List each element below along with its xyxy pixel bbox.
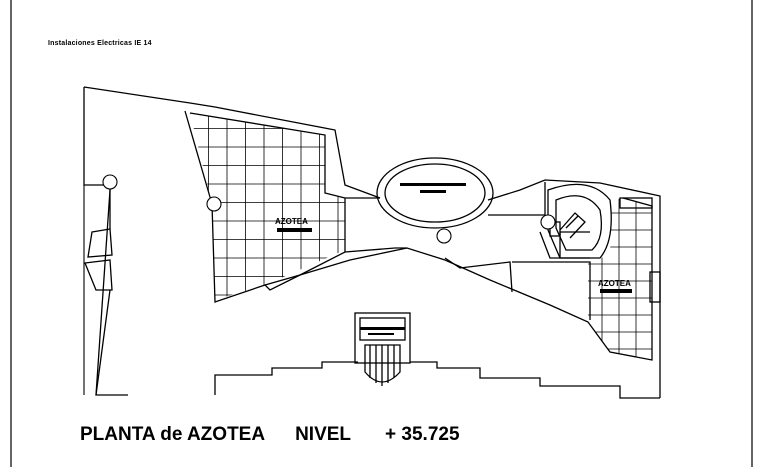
column-marker xyxy=(206,196,222,212)
label-plate xyxy=(360,327,405,330)
label-plate xyxy=(400,183,466,186)
building-outline xyxy=(83,86,661,399)
room-label-underline xyxy=(277,228,312,232)
label-plate xyxy=(420,190,446,193)
door-lower-left xyxy=(84,259,113,291)
dome-inner xyxy=(384,163,486,223)
lower-step-wall-right xyxy=(410,361,660,399)
plan-title: PLANTA de AZOTEA NIVEL + 35.725 xyxy=(80,424,460,446)
room-label-right: AZOTEA xyxy=(598,279,631,288)
stair-core xyxy=(547,183,612,259)
outer-wall-lower-left xyxy=(95,189,128,396)
label-plate xyxy=(368,333,394,335)
outer-wall-top-left xyxy=(83,86,381,199)
parapet-inner xyxy=(184,110,653,361)
sheet-title: Instalaciones Electricas IE 14 xyxy=(48,40,152,47)
plan-name: PLANTA de AZOTEA xyxy=(80,424,266,445)
level-label: NIVEL xyxy=(295,424,352,445)
column-marker xyxy=(102,174,118,190)
outer-wall-left xyxy=(83,87,108,186)
room-label-left: AZOTEA xyxy=(275,217,308,226)
column-marker xyxy=(436,228,452,244)
left-area-wall xyxy=(189,112,346,252)
door-upper-left xyxy=(87,228,113,258)
level-value: + 35.725 xyxy=(385,424,460,445)
right-service-box xyxy=(649,271,661,303)
lower-step-wall-left xyxy=(214,361,358,395)
column-marker xyxy=(540,214,556,230)
dome-outer xyxy=(376,157,494,229)
room-label-underline xyxy=(600,289,632,293)
outer-wall-top-right xyxy=(487,179,661,398)
